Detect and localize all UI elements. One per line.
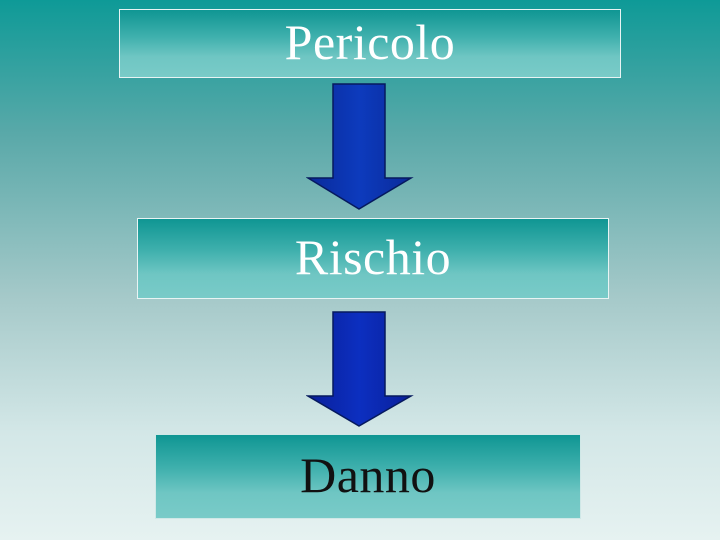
node-rischio-label: Rischio xyxy=(294,228,452,285)
arrow-down-icon xyxy=(306,311,414,427)
node-danno-label: Danno xyxy=(300,446,436,503)
node-pericolo-label: Pericolo xyxy=(284,13,456,70)
node-rischio: Rischio xyxy=(137,218,609,299)
node-danno: Danno xyxy=(155,434,581,519)
node-pericolo: Pericolo xyxy=(119,9,621,78)
arrow-down-icon xyxy=(306,83,414,210)
